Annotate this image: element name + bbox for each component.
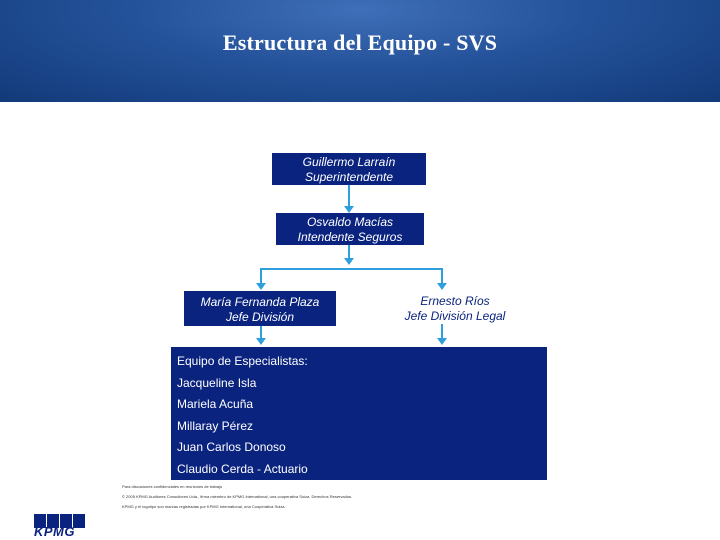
connector-arrow	[256, 283, 266, 290]
connector-arrow	[437, 283, 447, 290]
team-member: Juan Carlos Donoso	[177, 440, 286, 454]
node-role: Superintendente	[304, 170, 394, 184]
connector-line	[441, 268, 443, 284]
node-role: Jefe División Legal	[404, 309, 506, 323]
logo-text: KPMG	[34, 524, 75, 539]
node-name: María Fernanda Plaza	[200, 295, 320, 309]
connector-line	[348, 245, 350, 259]
footer-line: © 2005 KPMG Auditores Consultores Ltda.,…	[122, 494, 353, 499]
node-jefe-legal: Ernesto Ríos Jefe División Legal	[380, 294, 530, 324]
node-name: Osvaldo Macías	[306, 215, 394, 229]
connector-line	[260, 268, 262, 284]
slide-title: Estructura del Equipo - SVS	[222, 30, 498, 55]
slide-header: Estructura del Equipo - SVS	[0, 0, 720, 102]
team-member: Jacqueline Isla	[177, 375, 257, 390]
footer-line: Para discusiones confidenciales en reuni…	[122, 484, 223, 489]
connector-arrow	[256, 338, 266, 345]
node-name: Ernesto Ríos	[420, 294, 490, 308]
connector-line	[348, 185, 350, 207]
team-member: Mariela Acuña	[177, 397, 254, 411]
node-intendente: Osvaldo Macías Intendente Seguros	[276, 213, 424, 245]
connector-arrow	[344, 206, 354, 213]
node-superintendente: Guillermo Larraín Superintendente	[272, 153, 426, 185]
connector-arrow	[437, 338, 447, 345]
connector-horizontal	[260, 268, 443, 270]
team-title: Equipo de Especialistas:	[177, 354, 308, 368]
node-name: Guillermo Larraín	[302, 155, 396, 169]
node-role: Intendente Seguros	[297, 230, 403, 244]
footer-disclaimer: Para discusiones confidenciales en reuni…	[122, 482, 402, 512]
node-jefe-division: María Fernanda Plaza Jefe División	[184, 291, 336, 326]
connector-line	[260, 326, 262, 339]
connector-line	[441, 324, 443, 339]
team-member: Millaray Pérez	[177, 418, 254, 433]
team-member: Claudio Cerda - Actuario	[177, 461, 308, 476]
footer-line: KPMG y el logotipo son marcas registrada…	[122, 504, 286, 509]
connector-arrow	[344, 258, 354, 265]
node-role: Jefe División	[225, 310, 295, 324]
team-box: Equipo de Especialistas: Jacqueline Isla…	[171, 347, 547, 480]
kpmg-logo: KPMG	[34, 514, 86, 539]
